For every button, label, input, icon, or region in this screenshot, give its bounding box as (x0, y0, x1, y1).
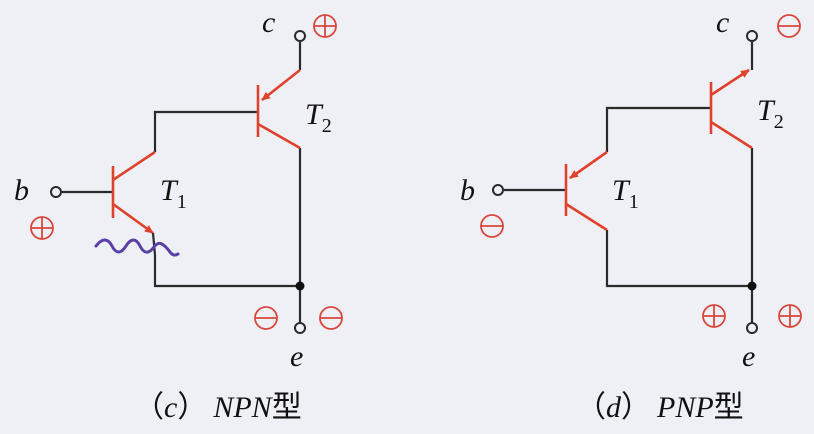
terminal-b-label: b (14, 174, 29, 207)
wire-t1c-to-t2b (153, 110, 258, 152)
circuit-pnp: c b e T2 T1 （d）PNP型 (460, 6, 802, 424)
transistor-t1 (111, 150, 157, 256)
t1-emitter-arrow-icon (112, 202, 154, 235)
t2-emitter-arrow-icon (261, 68, 301, 102)
terminal-b-label: b (460, 174, 475, 207)
t1-emitter-arrow-icon (569, 150, 608, 180)
transistor-t2 (709, 68, 753, 150)
t2-emitter-arrow-icon (710, 68, 750, 97)
junction-dot (747, 281, 757, 291)
terminal-e-circle (294, 322, 306, 334)
wire-t1e-to-t2b (605, 106, 711, 152)
terminal-e-label: e (742, 340, 755, 373)
plus-circle-icon (313, 14, 337, 38)
minus-circle-icon (254, 306, 278, 330)
t2-label: T2 (757, 94, 784, 133)
transistor-t2 (256, 68, 301, 150)
junction-dot (295, 281, 305, 291)
plus-circle-icon (778, 304, 802, 328)
minus-circle-icon (777, 14, 801, 38)
minus-circle-icon (480, 214, 504, 238)
transistor-t1 (564, 150, 608, 232)
annotation-squiggle (94, 238, 180, 257)
terminal-c-label: c (716, 6, 729, 39)
terminal-e-circle (746, 322, 758, 334)
terminal-b-circle (492, 184, 504, 196)
t1-label: T1 (612, 174, 639, 213)
terminal-b-circle (50, 186, 62, 198)
plus-circle-icon (30, 216, 54, 240)
t1-label: T1 (160, 174, 187, 213)
caption-c: （c）NPN型 (134, 391, 302, 424)
plus-circle-icon (702, 304, 726, 328)
terminal-e-label: e (290, 340, 303, 373)
t2-label: T2 (305, 98, 332, 137)
terminal-c-circle (746, 30, 758, 42)
caption-d: （d）PNP型 (576, 391, 744, 424)
terminal-c-circle (294, 30, 306, 42)
terminal-c-label: c (262, 6, 275, 39)
wire-emitter-bus (153, 148, 302, 288)
circuit-npn: c b e T2 T1 （c）NPN型 (14, 6, 343, 424)
minus-circle-icon (319, 306, 343, 330)
wire-collector-bus (605, 148, 754, 288)
